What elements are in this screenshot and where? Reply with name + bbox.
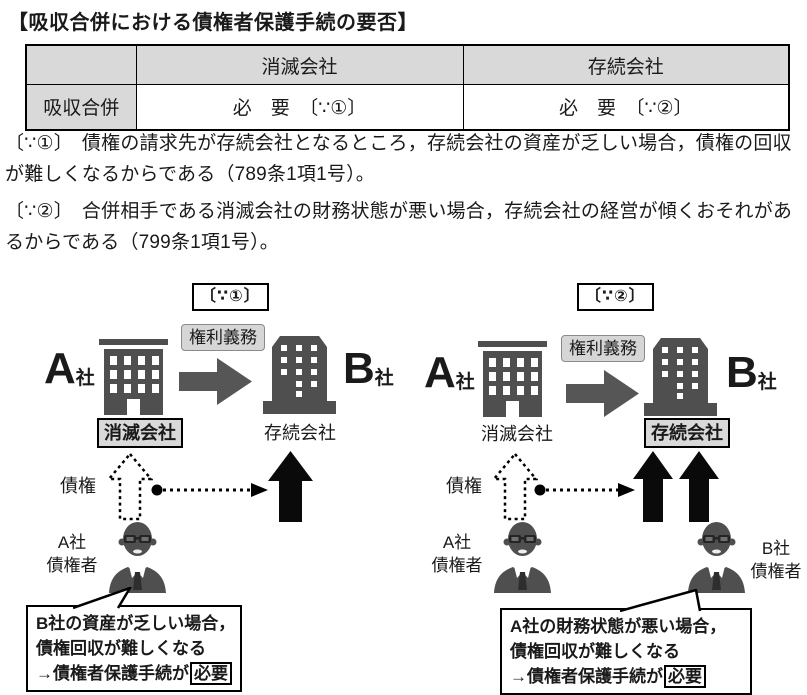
- merger-arrow-icon: [566, 370, 639, 417]
- claim-target-arrow-icon: [268, 451, 313, 522]
- claim-transfer-dotted-line: [534, 479, 638, 501]
- building-icon-surviving: [259, 333, 340, 414]
- claim-target-arrow-icon: [633, 451, 673, 522]
- note-label: 〔∵①〕: [5, 133, 73, 154]
- claim-label: 債権: [446, 476, 482, 496]
- surviving-company-tag: 存続会社: [644, 418, 730, 448]
- note-text: 合併相手である消滅会社の財務状態が悪い場合，存続会社の経営が傾くおそれがあるから…: [5, 201, 793, 253]
- creditor-icon: [492, 520, 553, 593]
- callout-box-left: B社の資産が乏しい場合， 債権回収が難しくなる →債権者保護手続が必要: [26, 587, 242, 692]
- page-title: 【吸収合併における債権者保護手続の要否】: [8, 12, 418, 34]
- cell-required-1: 必 要 〔∵①〕: [135, 84, 464, 130]
- building-icon-surviving: [640, 335, 721, 416]
- disappearing-company-label: 消滅会社: [481, 424, 553, 444]
- building-icon-disappearing: [478, 341, 547, 417]
- callout-box-right: A社の財務状態が悪い場合， 債権回収が難しくなる →債権者保護手続が必要: [500, 589, 752, 695]
- creditor-icon: [107, 520, 168, 593]
- claim-transfer-dotted-line: [151, 479, 271, 501]
- creditor-icon: [686, 520, 747, 593]
- required-emphasis: 必要: [190, 662, 232, 685]
- building-icon-disappearing: [99, 339, 168, 415]
- disappearing-company-tag: 消滅会社: [97, 418, 183, 448]
- claim-dotted-arrow-icon: [492, 452, 538, 521]
- note-reason-2: 〔∵②〕合併相手である消滅会社の財務状態が悪い場合，存続会社の経営が傾くおそれが…: [5, 196, 803, 258]
- merger-arrow-icon: [179, 358, 252, 405]
- column-header-surviving: 存続会社: [462, 44, 790, 85]
- creditor-label: A社 債権者: [431, 533, 483, 575]
- note-text: 債権の請求先が存続会社となるところ，存続会社の資産が乏しい場合，債権の回収が難し…: [5, 133, 792, 185]
- requirement-table: 消滅会社 存続会社 吸収合併 必 要 〔∵①〕 必 要 〔∵②〕: [25, 44, 790, 131]
- required-emphasis: 必要: [664, 665, 706, 688]
- claim-target-arrow-icon: [679, 451, 719, 522]
- claim-label: 債権: [60, 476, 96, 496]
- table-corner-cell: [25, 44, 137, 85]
- row-header-absorption-merger: 吸収合併: [25, 84, 137, 130]
- claim-dotted-arrow-icon: [107, 452, 153, 521]
- surviving-company-label: 存続会社: [264, 423, 336, 443]
- table-header-row: 消滅会社 存続会社: [25, 44, 790, 85]
- reason-tag-2: 〔∵②〕: [577, 283, 654, 311]
- reason-tag-1: 〔∵①〕: [192, 283, 269, 311]
- note-label: 〔∵②〕: [5, 201, 73, 222]
- note-reason-1: 〔∵①〕債権の請求先が存続会社となるところ，存続会社の資産が乏しい場合，債権の回…: [5, 128, 803, 190]
- cell-required-2: 必 要 〔∵②〕: [462, 84, 790, 130]
- creditor-label: B社 債権者: [750, 539, 802, 581]
- callout-tail: [620, 589, 702, 612]
- rights-obligations-badge: 権利義務: [181, 324, 265, 351]
- column-header-disappearing: 消滅会社: [135, 44, 464, 85]
- creditor-label: A社 債権者: [46, 533, 98, 575]
- table-row: 吸収合併 必 要 〔∵①〕 必 要 〔∵②〕: [25, 84, 790, 130]
- callout-tail: [73, 587, 133, 609]
- rights-obligations-badge: 権利義務: [561, 335, 645, 362]
